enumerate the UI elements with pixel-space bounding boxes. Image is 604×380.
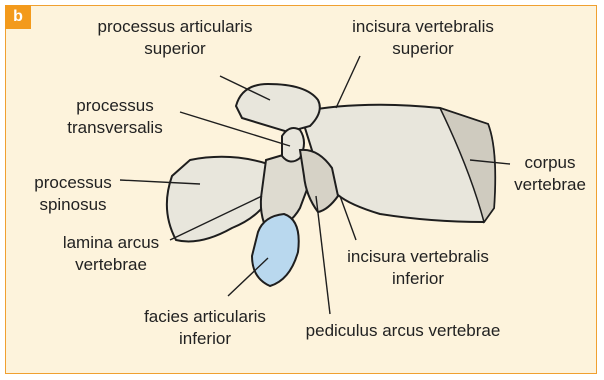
label-processus-spinosus: processus spinosus	[18, 172, 128, 216]
label-line: facies articularis	[120, 306, 290, 328]
label-facies-articularis-inferior: facies articularis inferior	[120, 306, 290, 350]
label-processus-transversalis: processus transversalis	[50, 95, 180, 139]
leader-incisura-vertebralis-superior	[336, 56, 360, 108]
label-processus-articularis-superior: processus articularis superior	[70, 16, 280, 60]
label-lamina-arcus-vertebrae: lamina arcus vertebrae	[48, 232, 174, 276]
leader-pediculus-arcus-vertebrae	[316, 196, 330, 314]
inferior-articular-facet	[252, 214, 299, 286]
label-line: incisura vertebralis	[318, 16, 528, 38]
label-corpus-vertebrae: corpus vertebrae	[508, 152, 592, 196]
label-line: incisura vertebralis	[330, 246, 506, 268]
label-line: processus	[50, 95, 180, 117]
label-line: pediculus arcus vertebrae	[298, 320, 508, 342]
label-line: transversalis	[50, 117, 180, 139]
label-line: lamina arcus	[48, 232, 174, 254]
label-line: vertebrae	[508, 174, 592, 196]
superior-articular-process	[236, 84, 320, 132]
label-incisura-vertebralis-inferior: incisura vertebralis inferior	[330, 246, 506, 290]
label-line: superior	[70, 38, 280, 60]
label-line: vertebrae	[48, 254, 174, 276]
label-line: superior	[318, 38, 528, 60]
label-pediculus-arcus-vertebrae: pediculus arcus vertebrae	[298, 320, 508, 342]
label-line: inferior	[120, 328, 290, 350]
label-line: corpus	[508, 152, 592, 174]
label-line: processus articularis	[70, 16, 280, 38]
label-incisura-vertebralis-superior: incisura vertebralis superior	[318, 16, 528, 60]
label-line: processus	[18, 172, 128, 194]
label-line: spinosus	[18, 194, 128, 216]
label-line: inferior	[330, 268, 506, 290]
